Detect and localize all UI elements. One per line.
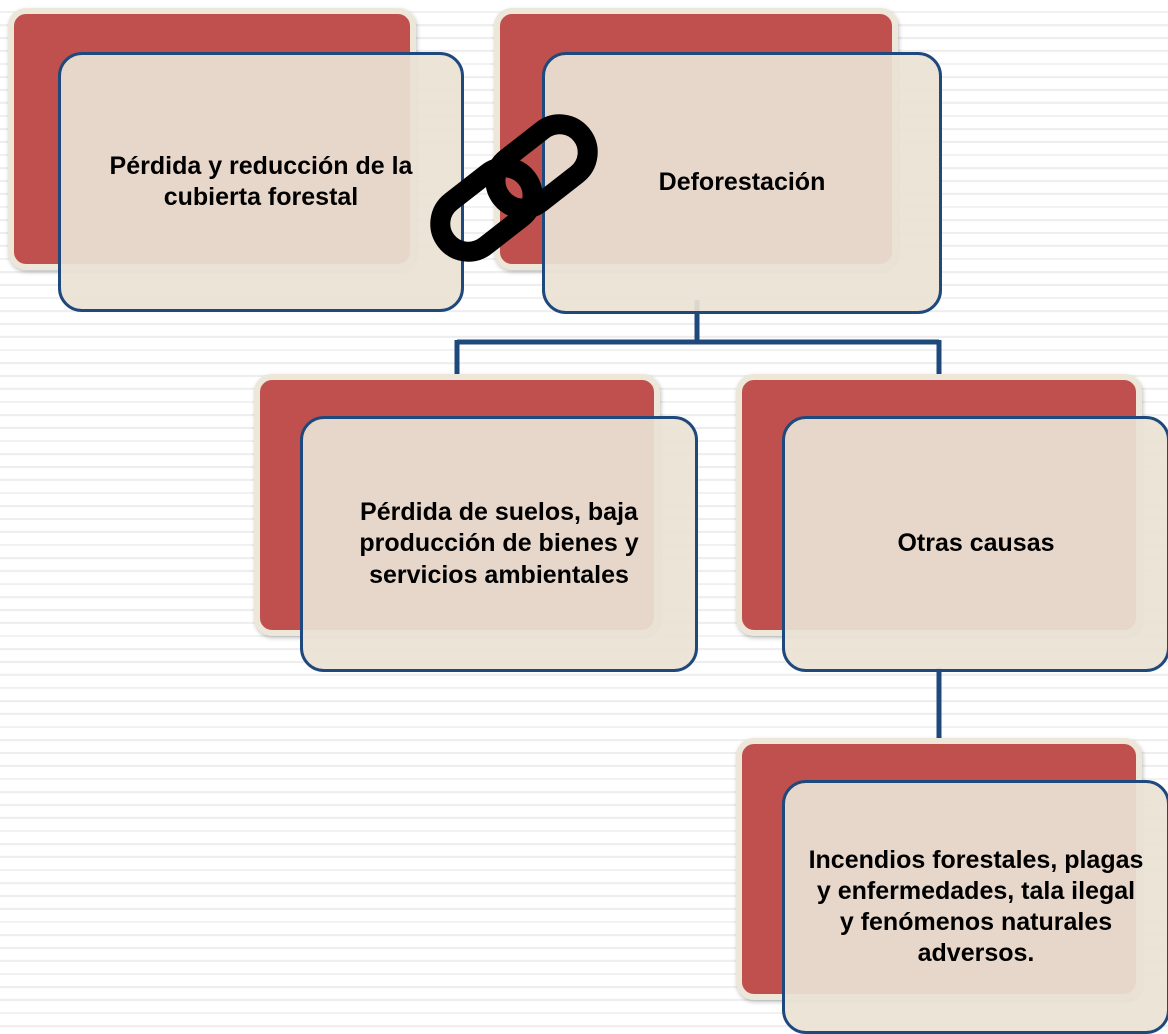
node-label: Deforestación [658,168,826,197]
node-front: Pérdida de suelos, baja producción de bi… [300,416,698,672]
chain-link-icon [430,114,598,262]
node-label: Incendios forestales, plagas y enfermeda… [808,845,1144,968]
node-label: Otras causas [897,529,1055,558]
node-front: Otras causas [782,416,1168,672]
node-front: Incendios forestales, plagas y enfermeda… [782,780,1168,1034]
chain-link-right [485,114,598,219]
node-label: Pérdida de suelos, baja producción de bi… [359,498,639,589]
node-front: Deforestación [542,52,942,314]
node-front: Pérdida y reducción de la cubierta fores… [58,52,464,312]
chain-link-left [430,157,543,262]
node-label: Pérdida y reducción de la cubierta fores… [109,151,413,211]
